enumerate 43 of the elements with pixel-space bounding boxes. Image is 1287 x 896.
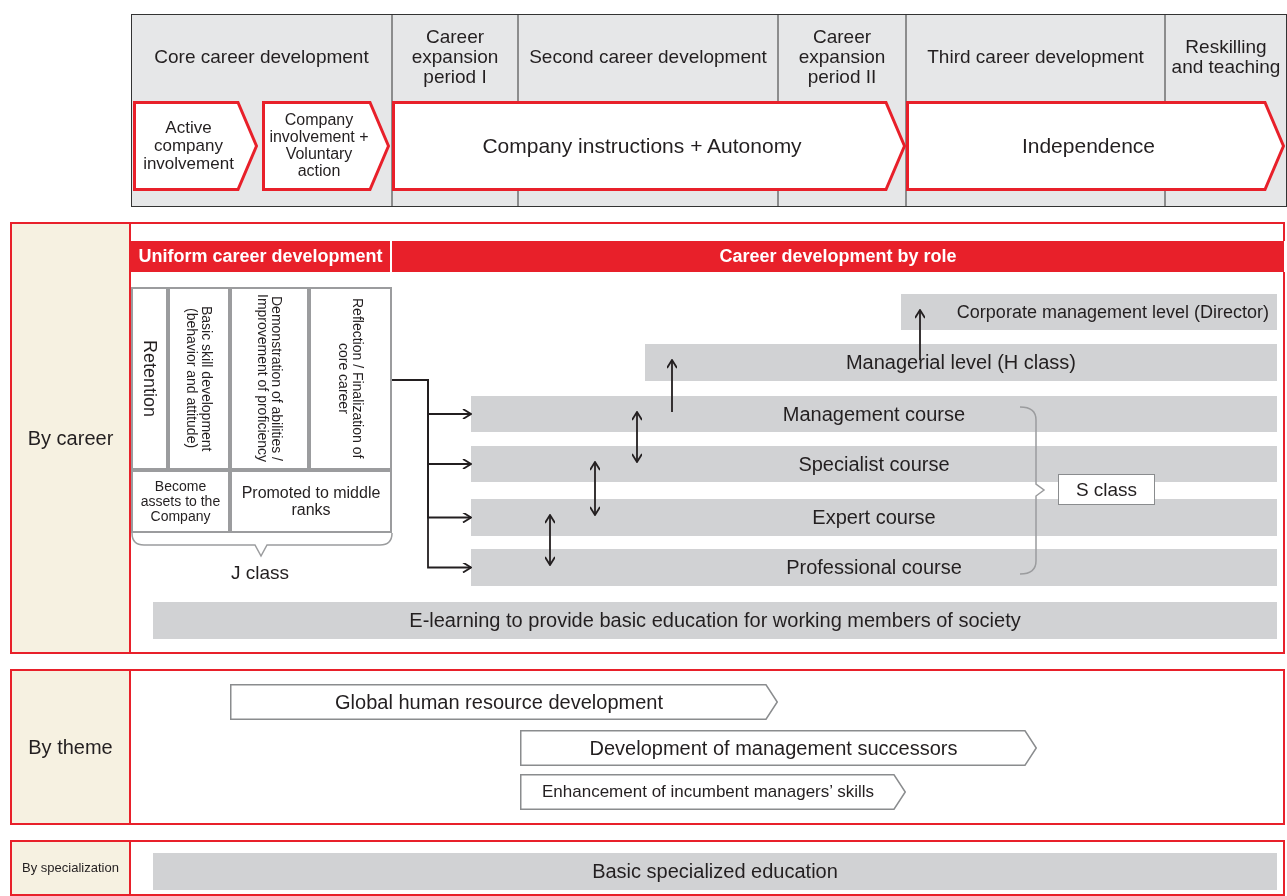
course-bar: E-learning to provide basic education for working members of society <box>153 602 1277 639</box>
category-banner: Career development by role <box>392 241 1285 272</box>
arrow <box>544 514 556 566</box>
phase-banner: Independence <box>906 101 1285 191</box>
arrow <box>589 461 601 516</box>
theme-banner: Enhancement of incumbent managers’ skills <box>520 774 906 810</box>
table-cell: Demonstration of abilities / Improvement of proficiency <box>230 287 309 470</box>
theme-banner: Development of management successors <box>520 730 1037 766</box>
course-bar: Professional course <box>471 549 1277 586</box>
column-header: Career expansion period I <box>392 14 518 100</box>
class-label: J class <box>229 561 291 586</box>
table-cell: Retention <box>131 287 168 470</box>
course-bar: Managerial level (H class) <box>645 344 1277 381</box>
section-panel <box>10 669 1285 825</box>
phase-banner: Company instructions + Autonomy <box>392 101 906 191</box>
arrow <box>631 411 643 463</box>
column-header: Second career development <box>518 14 778 100</box>
arrow <box>391 379 472 574</box>
section-label: By theme <box>12 671 131 823</box>
section-label: By career <box>12 224 131 652</box>
theme-banner: Global human resource development <box>230 684 778 720</box>
arrow <box>914 309 926 361</box>
column-header: Career expansion period II <box>778 14 906 100</box>
arrow <box>666 359 678 413</box>
column-header: Reskilling and teaching <box>1165 14 1287 100</box>
course-bar: Corporate management level (Director) <box>901 294 1277 330</box>
phase-banner: Active company involvement <box>133 101 258 191</box>
table-cell: Promoted to middle ranks <box>230 470 392 533</box>
section-label: By specialization <box>12 842 131 894</box>
section-panel <box>10 222 1285 654</box>
column-header: Third career development <box>906 14 1165 100</box>
course-bar: Expert course <box>471 499 1277 536</box>
phase-banner: Company involvement + Voluntary action <box>262 101 390 191</box>
section-panel <box>10 840 1285 896</box>
course-bar: Specialist course <box>471 446 1277 482</box>
table-cell: Basic skill development (behavior and attitude) <box>168 287 230 470</box>
column-header: Core career development <box>131 14 392 100</box>
table-cell: Become assets to the Company <box>131 470 230 533</box>
class-label-box: S class <box>1058 474 1155 505</box>
category-banner: Uniform career development <box>131 241 391 272</box>
course-bar: Management course <box>471 396 1277 432</box>
course-bar: Basic specialized education <box>153 853 1277 890</box>
table-cell: Reflection / Finalization of core career <box>309 287 392 470</box>
